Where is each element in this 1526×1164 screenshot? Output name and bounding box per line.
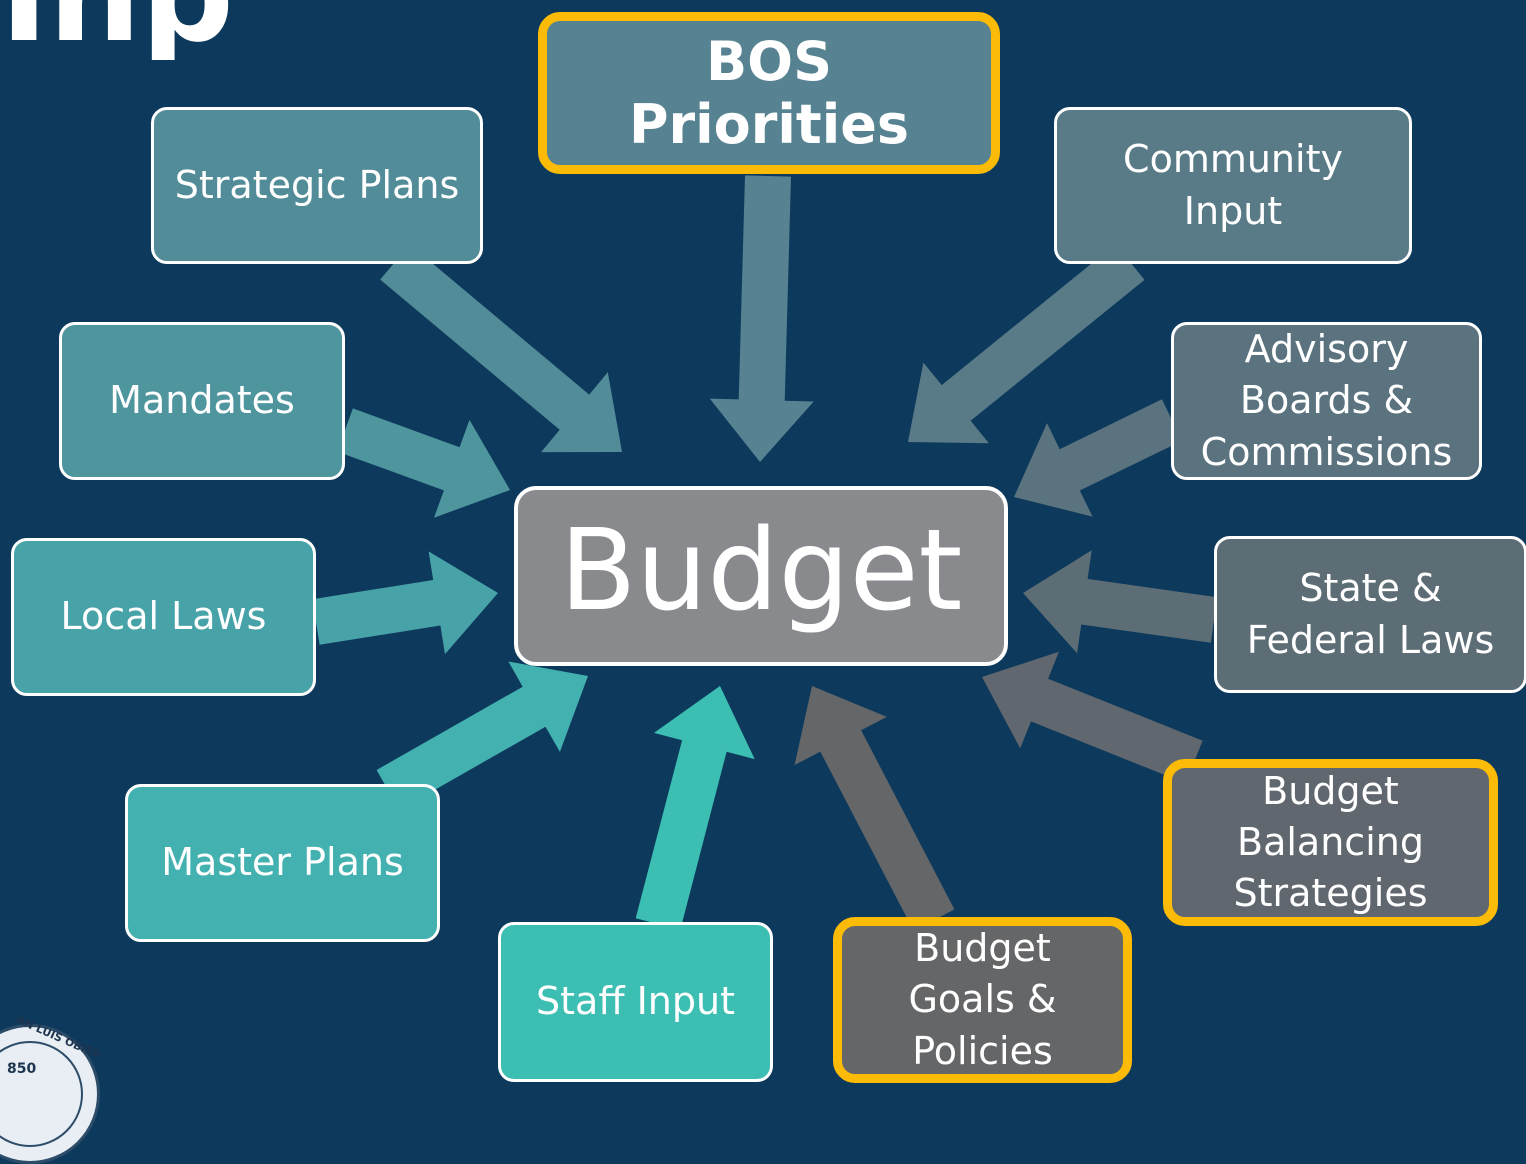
seal-year: 850 xyxy=(7,1061,37,1077)
arrows-layer xyxy=(312,175,1218,931)
staff-input-arrow xyxy=(635,686,755,930)
master-plans-arrow xyxy=(376,661,588,810)
budget-center-node: Budget xyxy=(514,486,1008,666)
budget-balancing-arrow xyxy=(982,651,1203,784)
seal-ring xyxy=(0,1041,83,1147)
bos-priorities-arrow xyxy=(709,175,814,462)
local-laws-arrow xyxy=(312,551,498,655)
budget-goals-node: Budget Goals & Policies xyxy=(833,917,1132,1083)
advisory-boards-node: Advisory Boards & Commissions xyxy=(1171,322,1482,480)
strategic-plans-arrow xyxy=(380,244,622,453)
advisory-boards-arrow xyxy=(1014,399,1183,517)
slide-title-fragment: Inp xyxy=(0,0,460,60)
bos-priorities-node: BOS Priorities xyxy=(538,12,1000,174)
county-seal-logo: AN LUIS OBISP 850 xyxy=(0,1013,102,1164)
community-input-node: Community Input xyxy=(1054,107,1412,264)
mandates-arrow xyxy=(337,408,510,518)
master-plans-node: Master Plans xyxy=(125,784,440,942)
state-federal-laws-node: State & Federal Laws xyxy=(1214,536,1526,693)
local-laws-node: Local Laws xyxy=(11,538,316,696)
staff-input-node: Staff Input xyxy=(498,922,773,1082)
mandates-node: Mandates xyxy=(59,322,345,480)
community-input-arrow xyxy=(908,244,1145,444)
strategic-plans-node: Strategic Plans xyxy=(151,107,483,264)
state-federal-laws-arrow xyxy=(1023,550,1218,654)
budget-balancing-node: Budget Balancing Strategies xyxy=(1163,759,1498,926)
budget-goals-arrow xyxy=(794,686,955,931)
